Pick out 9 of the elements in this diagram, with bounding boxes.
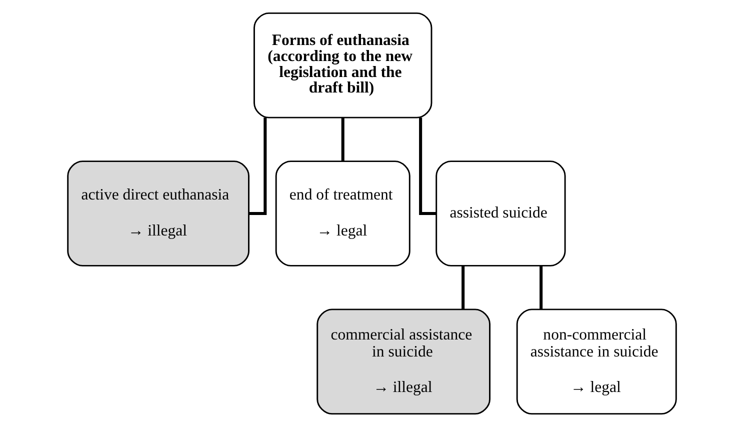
connector (462, 266, 465, 310)
node-box: active direct euthanasia → illegal (67, 160, 250, 266)
node-box: assisted suicide (436, 160, 566, 266)
connector (540, 266, 543, 310)
node-box: non-commercial assistance in suicide → legal (516, 308, 677, 415)
node-box: Forms of euthanasia (according to the new legislation and the draft bill) (254, 12, 432, 118)
node-box: commercial assistance in suicide → illegal (316, 308, 490, 415)
connector (341, 118, 344, 162)
node-box: end of treatment → legal (275, 160, 410, 266)
